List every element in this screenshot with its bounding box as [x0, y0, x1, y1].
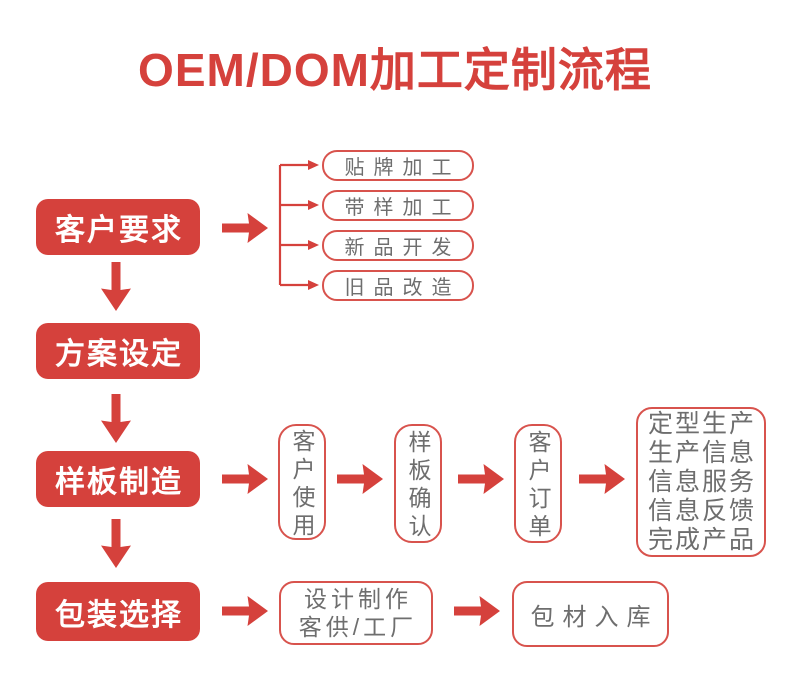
stage-label: 客户要求 — [55, 214, 183, 247]
production-line: 完成产品 — [647, 525, 756, 554]
arrow-right-icon — [222, 212, 268, 244]
branch-arrows-icon — [276, 158, 322, 292]
design-production-box: 设计制作 客供/工厂 — [279, 581, 433, 645]
stage-label: 方案设定 — [55, 338, 183, 371]
packing-warehouse-box: 包材入库 — [512, 581, 669, 647]
stage-sample-manufacturing: 样板制造 — [36, 451, 200, 507]
production-line: 生产信息 — [647, 438, 756, 467]
warehouse-label: 包材入库 — [530, 603, 659, 631]
design-line: 设计制作 — [304, 586, 412, 612]
arrow-right-icon — [337, 463, 383, 495]
flow-step-customer-use: 客户使用 — [278, 424, 326, 541]
production-line: 信息反馈 — [647, 496, 756, 525]
option-box-new-product: 新品开发 — [322, 230, 474, 261]
arrow-down-icon — [100, 394, 132, 443]
arrow-down-icon — [100, 262, 132, 311]
page-title: OEM/DOM加工定制流程 — [138, 44, 652, 96]
arrow-right-icon — [579, 463, 625, 495]
option-label: 旧品改造 — [344, 277, 461, 299]
flow-step-label: 客户订单 — [525, 430, 551, 542]
flow-step-customer-order: 客户订单 — [514, 424, 562, 543]
stage-label: 包装选择 — [55, 598, 183, 632]
option-box-sample-processing: 带样加工 — [322, 190, 474, 221]
option-label: 带样加工 — [344, 197, 461, 219]
option-box-oem-processing: 贴牌加工 — [322, 150, 474, 181]
stage-label: 样板制造 — [55, 466, 183, 499]
arrow-right-icon — [222, 595, 268, 627]
production-info-box: 定型生产 生产信息 信息服务 信息反馈 完成产品 — [636, 407, 766, 557]
flow-step-label: 客户使用 — [289, 428, 315, 541]
arrow-right-icon — [222, 463, 268, 495]
option-box-old-product: 旧品改造 — [322, 270, 474, 301]
stage-customer-requirements: 客户要求 — [36, 199, 200, 255]
arrow-right-icon — [454, 595, 500, 627]
production-line: 信息服务 — [647, 467, 756, 496]
flow-step-label: 样板确认 — [405, 430, 431, 542]
option-label: 贴牌加工 — [344, 157, 461, 179]
arrow-right-icon — [458, 463, 504, 495]
option-label: 新品开发 — [344, 237, 461, 259]
arrow-down-icon — [100, 519, 132, 568]
design-line: 客供/工厂 — [298, 614, 418, 640]
stage-packaging-selection: 包装选择 — [36, 582, 200, 641]
stage-plan-setting: 方案设定 — [36, 323, 200, 379]
flow-step-sample-confirm: 样板确认 — [394, 424, 442, 543]
production-line: 定型生产 — [647, 409, 756, 438]
